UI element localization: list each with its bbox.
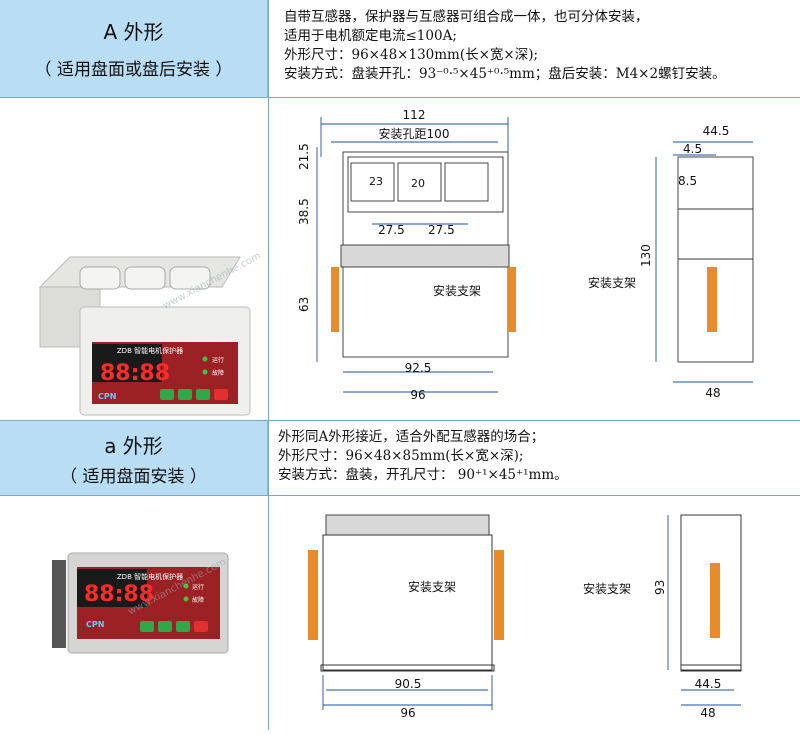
dim-left-bottom: 63 xyxy=(297,297,311,312)
section-title: a 外形 xyxy=(104,434,163,458)
side-dim-bottom-1: 44.5 xyxy=(695,677,722,691)
desc-line: 外形尺寸：96×48×85mm(长×宽×深); xyxy=(278,448,524,464)
terminal-block xyxy=(340,244,510,268)
led-icon xyxy=(202,369,208,375)
side-dim-top-3: 8.5 xyxy=(678,174,697,188)
section-title: A 外形 xyxy=(103,20,164,44)
section-a-lower-photo: ZDB 智能电机保护器 88:88 运行 故障 CPN www.xianchen… xyxy=(0,495,268,730)
section-a-lower-header: a 外形 （ 适用盘面安装 ） xyxy=(0,420,268,495)
side-dim-top-1: 44.5 xyxy=(703,124,730,138)
side-dim-height: 130 xyxy=(639,244,653,267)
desc-line: 安装方式：盘装开孔：93⁻⁰·⁵×45⁺⁰·⁵mm；盘后安装：M4×2螺钉安装。 xyxy=(284,66,726,82)
desc-line: 适用于电机额定电流≤100A; xyxy=(284,28,457,44)
side-dim-bottom: 48 xyxy=(705,386,720,400)
button[interactable] xyxy=(140,621,154,632)
dim-bottom-1: 90.5 xyxy=(395,677,422,691)
display-window xyxy=(92,344,162,382)
button[interactable] xyxy=(176,621,190,632)
led-label: 故障 xyxy=(212,369,224,377)
led-label: 故障 xyxy=(192,596,204,604)
dim-gap-1: 27.5 xyxy=(378,223,405,237)
side-dim-bottom-2: 48 xyxy=(700,706,715,720)
desc-line: 安装方式：盘装，开孔尺寸： 90⁺¹×45⁺¹mm。 xyxy=(278,467,568,483)
section-subtitle: （ 适用盘面安装 ） xyxy=(60,467,207,487)
mounting-bracket xyxy=(494,550,504,640)
section-a-upper-header: A 外形 （ 适用盘面或盘后安装 ） xyxy=(0,0,268,97)
section-a-upper-photo: ZDB 智能电机保护器 88:88 运行 故障 CPN www.xianchen… xyxy=(0,97,268,420)
grid-divider xyxy=(268,0,269,730)
terminal-block xyxy=(325,514,490,536)
device-photo-a: ZDB 智能电机保护器 88:88 运行 故障 CPN www.xianchen… xyxy=(52,552,229,654)
ct-windows xyxy=(79,266,211,290)
section-a-lower-description: 外形同A外形接近，适合外配互感器的场合； 外形尺寸：96×48×85mm(长×宽… xyxy=(268,420,800,495)
dim-bottom-2: 96 xyxy=(400,706,415,720)
dim-ct-height: 23 xyxy=(369,175,383,188)
led-icon xyxy=(202,356,208,362)
desc-line: 外形尺寸：96×48×130mm(长×宽×深); xyxy=(284,47,539,63)
led-label: 运行 xyxy=(192,583,204,591)
model-label: ZDB 智能电机保护器 xyxy=(117,346,183,355)
brand-logo: CPN xyxy=(86,620,104,629)
button[interactable] xyxy=(160,389,174,400)
grid-divider xyxy=(0,97,800,98)
button-row xyxy=(140,621,208,632)
button[interactable] xyxy=(194,621,208,632)
bracket-label: 安装支架 xyxy=(588,275,636,290)
dim-bottom-2: 96 xyxy=(410,388,425,402)
mounting-bracket xyxy=(331,267,339,332)
model-label: ZDB 智能电机保护器 xyxy=(117,572,183,581)
button[interactable] xyxy=(214,389,228,400)
bracket-label: 安装支架 xyxy=(408,579,456,594)
side-dim-top-2: 4.5 xyxy=(683,142,702,156)
section-subtitle: （ 适用盘面或盘后安装 ） xyxy=(34,60,233,80)
button-row xyxy=(160,389,228,400)
brand-logo: CPN xyxy=(98,392,116,401)
section-a-upper-description: 自带互感器，保护器与互感器可组合成一体，也可分体安装， 适用于电机额定电流≤10… xyxy=(268,0,800,97)
mounting-bracket xyxy=(508,267,516,332)
seven-seg-display: 88:88 xyxy=(100,361,170,386)
desc-line: 外形同A外形接近，适合外配互感器的场合； xyxy=(278,429,545,445)
dimension-drawing-a: 90.5 96 安装支架 93 44.5 48 安装支架 xyxy=(308,514,742,720)
dim-gap-2: 27.5 xyxy=(428,223,455,237)
grid-divider xyxy=(0,495,800,496)
side-dim-height: 93 xyxy=(653,580,667,595)
led-label: 运行 xyxy=(212,356,224,364)
mounting-bracket xyxy=(707,267,717,332)
grid-divider xyxy=(0,420,800,421)
section-a-lower-drawing: 90.5 96 安装支架 93 44.5 48 安装支架 xyxy=(268,495,800,730)
section-a-upper-drawing: 112 安装孔距100 23 20 21.5 38.5 63 27.5 27.5… xyxy=(268,97,800,420)
device-photo-A: ZDB 智能电机保护器 88:88 运行 故障 CPN www.xianchen… xyxy=(38,251,263,416)
led-icon xyxy=(183,596,189,602)
description-text: 外形同A外形接近，适合外配互感器的场合； 外形尺寸：96×48×85mm(长×宽… xyxy=(278,428,790,485)
button[interactable] xyxy=(158,621,172,632)
mounting-bracket xyxy=(308,550,318,640)
led-icon xyxy=(183,583,189,589)
desc-line: 自带互感器，保护器与互感器可组合成一体，也可分体安装， xyxy=(284,9,649,25)
seven-seg-display: 88:88 xyxy=(84,582,154,607)
dim-ct-width: 20 xyxy=(411,177,425,190)
bracket-label: 安装支架 xyxy=(433,283,481,298)
dimension-drawing-A: 112 安装孔距100 23 20 21.5 38.5 63 27.5 27.5… xyxy=(297,108,754,402)
dim-top-outer: 112 xyxy=(403,108,426,122)
display-window xyxy=(77,569,147,607)
dim-bottom-1: 92.5 xyxy=(405,361,432,375)
dim-left-top: 21.5 xyxy=(297,143,311,170)
button[interactable] xyxy=(196,389,210,400)
description-text: 自带互感器，保护器与互感器可组合成一体，也可分体安装， 适用于电机额定电流≤10… xyxy=(284,8,790,84)
mounting-bracket xyxy=(710,563,720,638)
dim-hole-spacing: 安装孔距100 xyxy=(379,126,450,141)
dim-left-mid: 38.5 xyxy=(297,198,311,225)
button[interactable] xyxy=(178,389,192,400)
bracket-label: 安装支架 xyxy=(583,581,631,596)
